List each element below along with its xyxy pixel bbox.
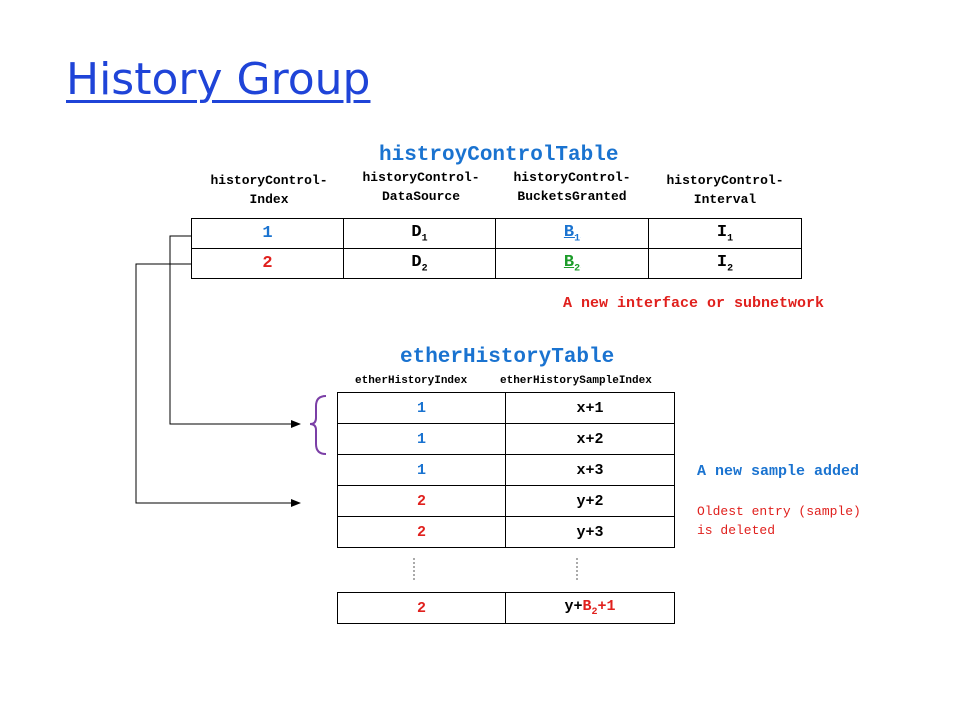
table-row: 2 y+3 — [337, 516, 675, 548]
curly-brace — [309, 395, 327, 455]
header-history-control-interval: historyControl-Interval — [666, 173, 784, 207]
new-interface-note: A new interface or subnetwork — [563, 295, 825, 312]
table-row: 1 D1 B1 I1 — [191, 218, 802, 249]
ether-index-cell: 1 — [337, 423, 506, 455]
ether-sample-cell: x+1 — [505, 392, 675, 424]
control-index-cell: 2 — [191, 248, 344, 279]
row1-connector-arrow — [169, 235, 301, 428]
table-row: 2 y+2 — [337, 485, 675, 517]
history-control-table: 1 D1 B1 I1 2 D2 B2 I2 — [191, 218, 802, 279]
ether-index-cell: 1 — [337, 454, 506, 486]
ether-sample-cell: x+3 — [505, 454, 675, 486]
header-history-control-index: historyControl-Index — [210, 173, 328, 207]
table-row: 1 x+1 — [337, 392, 675, 424]
new-sample-note: A new sample added — [697, 463, 860, 480]
table-row: 1 x+3 — [337, 454, 675, 486]
ether-sample-cell: y+2 — [505, 485, 675, 517]
control-interval-cell: I2 — [648, 248, 802, 279]
row2-connector-arrow — [135, 263, 301, 507]
table-row: 2 y+B2+1 — [337, 592, 675, 624]
control-datasource-cell: D2 — [343, 248, 496, 279]
ether-index-cell: 2 — [337, 516, 506, 548]
header-ether-history-sample-index: etherHistorySampleIndex — [500, 375, 652, 387]
header-history-control-datasource: historyControl-DataSource — [362, 170, 480, 204]
header-history-control-buckets-granted: historyControl-BucketsGranted — [513, 170, 631, 204]
header-ether-history-index: etherHistoryIndex — [355, 375, 468, 387]
ether-sample-cell: y+B2+1 — [505, 592, 675, 624]
control-buckets-cell: B1 — [495, 218, 649, 249]
control-table-title: histroyControlTable — [379, 144, 619, 167]
ether-history-last-row-table: 2 y+B2+1 — [337, 592, 675, 624]
ether-history-table: 1 x+1 1 x+2 1 x+3 2 y+2 2 y+3 — [337, 392, 675, 548]
page-title: History Group — [66, 54, 371, 105]
table-row: 1 x+2 — [337, 423, 675, 455]
ether-index-cell: 2 — [337, 485, 506, 517]
ether-index-cell: 2 — [337, 592, 506, 624]
control-index-cell: 1 — [191, 218, 344, 249]
control-buckets-cell: B2 — [495, 248, 649, 279]
ether-sample-cell: x+2 — [505, 423, 675, 455]
table-row: 2 D2 B2 I2 — [191, 248, 802, 279]
ether-table-title: etherHistoryTable — [400, 346, 615, 369]
ether-sample-cell: y+3 — [505, 516, 675, 548]
oldest-entry-note: Oldest entry (sample) is deleted — [697, 504, 861, 538]
control-datasource-cell: D1 — [343, 218, 496, 249]
